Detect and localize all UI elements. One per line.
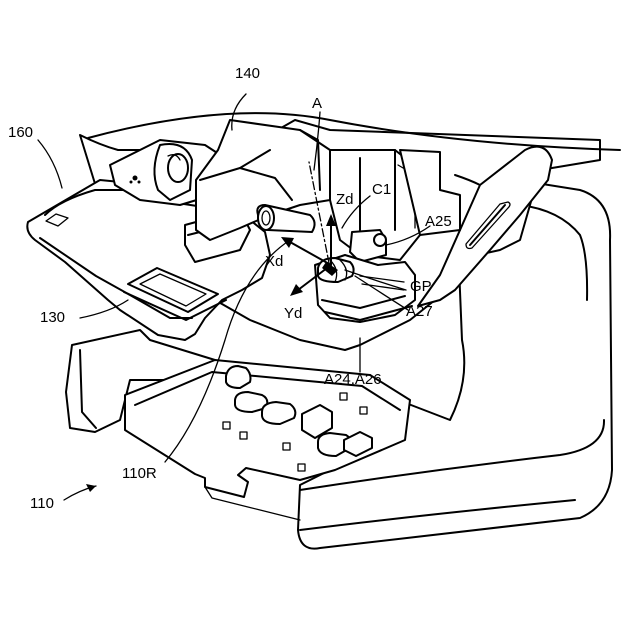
- label-110: 110: [30, 495, 54, 512]
- label-C1: C1: [372, 181, 391, 198]
- label-A27: A27: [406, 303, 433, 320]
- label-Zd: Zd: [336, 191, 354, 208]
- label-110R: 110R: [122, 465, 157, 482]
- label-140: 140: [235, 65, 260, 82]
- label-160: 160: [8, 124, 33, 141]
- label-A25: A25: [425, 213, 452, 230]
- label-130: 130: [40, 309, 65, 326]
- label-A: A: [312, 95, 322, 112]
- label-Yd: Yd: [284, 305, 302, 322]
- label-A24-A26: A24,A26: [324, 371, 382, 388]
- label-Xd: Xd: [265, 253, 283, 270]
- label-GP: GP: [410, 278, 432, 295]
